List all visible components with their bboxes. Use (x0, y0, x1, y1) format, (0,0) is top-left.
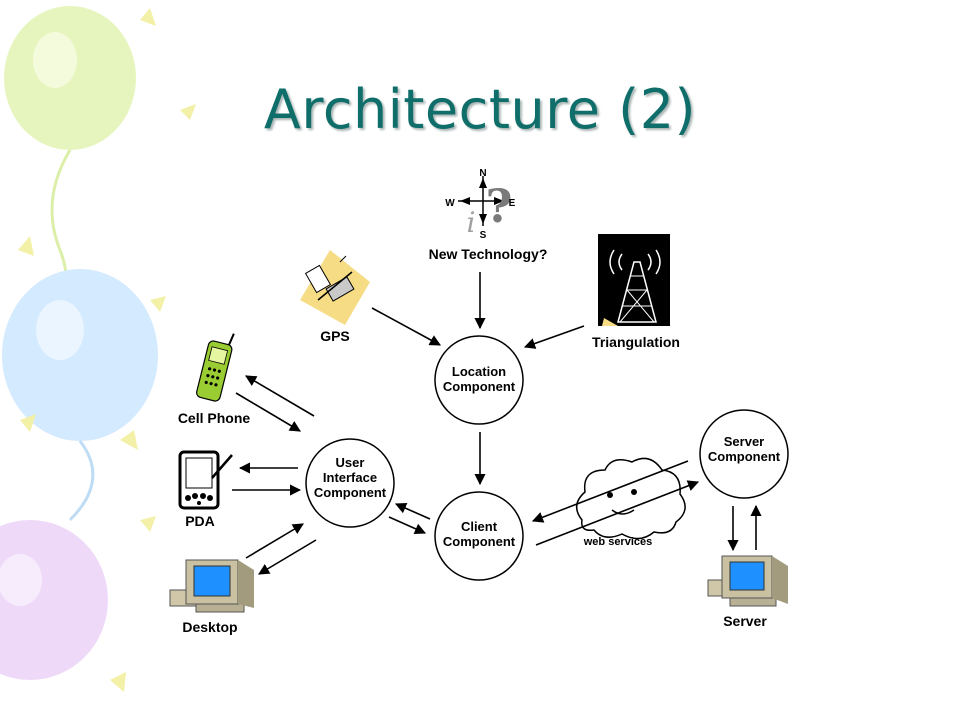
slide-title: Architecture (2) (263, 78, 697, 141)
client-component-node: Client Component (434, 491, 524, 581)
location-line-1: Location (452, 364, 506, 379)
arrow-ui-to-cellphone (245, 375, 315, 417)
location-line-2: Component (443, 379, 516, 394)
client-line-2: Component (443, 534, 516, 549)
ui-line-2: Interface (323, 470, 377, 485)
arrow-client-to-ui (394, 502, 431, 520)
triangulation-label: Triangulation (592, 334, 680, 350)
pda-label: PDA (185, 513, 215, 529)
compass-n: N (479, 168, 486, 179)
gps-label: GPS (320, 328, 350, 344)
pda-icon (178, 450, 233, 510)
purple-balloon-icon (0, 520, 108, 680)
arrow-desktop-to-ui (245, 523, 304, 559)
web-services-label: web services (583, 536, 653, 548)
arrow-ui-to-desktop (258, 539, 317, 575)
svg-text:?: ? (486, 179, 513, 233)
server-label: Server (723, 613, 767, 629)
arrow-gps-to-location (371, 307, 441, 346)
client-line-1: Client (461, 519, 498, 534)
green-balloon-icon (4, 6, 136, 361)
compass-e: E (509, 198, 516, 209)
arrow-ui-to-client (388, 516, 427, 535)
arrow-triangulation-to-location (523, 325, 585, 349)
sparkle-icon (18, 8, 196, 692)
server-component-line-1: Server (724, 434, 764, 449)
blue-balloon-icon (2, 269, 158, 522)
svg-text:i: i (467, 206, 476, 239)
location-component-node: Location Component (434, 335, 524, 425)
server-computer-icon (707, 555, 788, 607)
satellite-icon (300, 250, 370, 325)
arrow-cellphone-to-ui (235, 392, 301, 432)
arrow-cloud-to-client (531, 460, 689, 523)
ui-line-3: Component (314, 485, 387, 500)
compass-w: W (445, 198, 455, 209)
server-component-node: Server Component (699, 409, 789, 499)
arrow-client-to-cloud (535, 480, 700, 546)
compass-question-icon: ? i N S E W (445, 168, 515, 241)
ui-line-1: User (336, 455, 365, 470)
desktop-label: Desktop (182, 619, 237, 635)
radio-tower-icon (598, 234, 670, 326)
ui-component-node: User Interface Component (305, 438, 395, 528)
server-component-line-2: Component (708, 449, 781, 464)
cell-phone-icon (196, 333, 235, 402)
new-technology-label: New Technology? (429, 246, 548, 262)
cell-phone-label: Cell Phone (178, 410, 251, 426)
compass-s: S (480, 230, 487, 241)
desktop-computer-icon (169, 559, 254, 613)
